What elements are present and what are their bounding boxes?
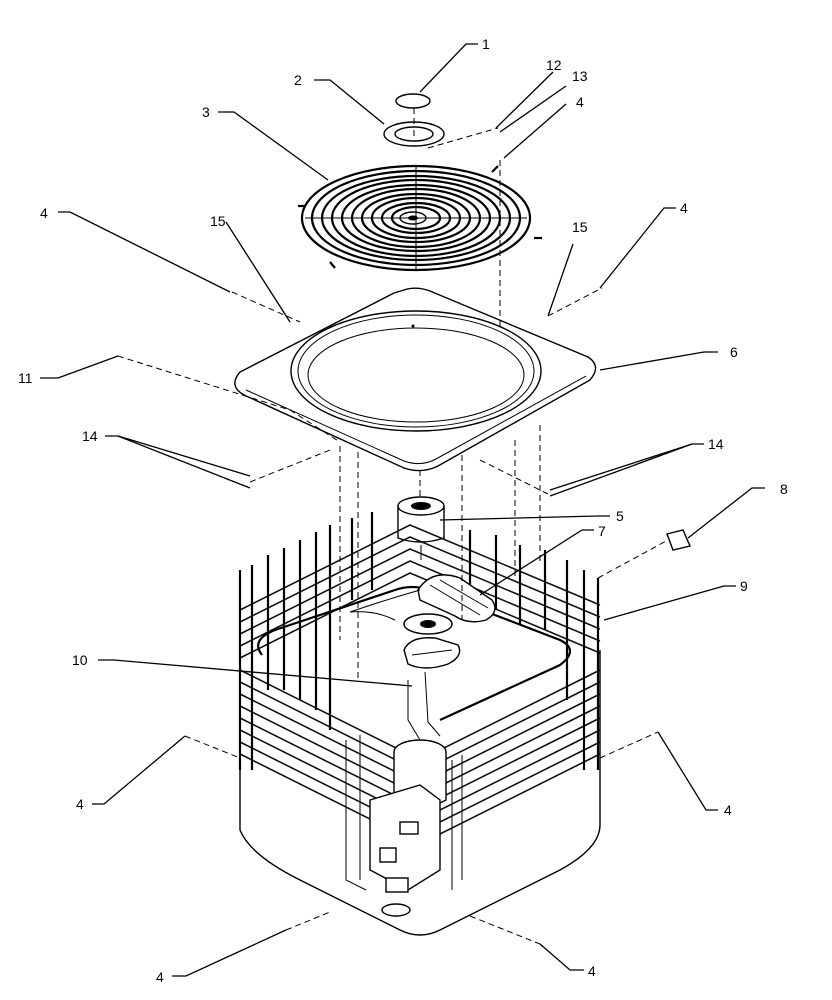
callout-10: 10 xyxy=(72,652,88,668)
part-top-panel xyxy=(234,287,597,472)
callout-leaders xyxy=(40,43,765,977)
part-cap xyxy=(395,93,431,109)
callout-labels: 1 2 3 12 13 4 4 15 15 4 6 11 14 14 8 5 7… xyxy=(18,36,788,985)
callout-4a: 4 xyxy=(576,94,584,110)
callout-7: 7 xyxy=(598,523,606,539)
callout-14a: 14 xyxy=(82,428,98,444)
part-ring xyxy=(383,121,445,147)
part-bracket xyxy=(666,529,691,551)
part-fan-guard xyxy=(298,164,542,272)
callout-12: 12 xyxy=(546,57,562,73)
callout-14b: 14 xyxy=(708,436,724,452)
callout-4c: 4 xyxy=(680,200,688,216)
callout-15b: 15 xyxy=(572,219,588,235)
callout-4g: 4 xyxy=(588,963,596,979)
callout-4f: 4 xyxy=(156,969,164,985)
callout-4d: 4 xyxy=(76,796,84,812)
callout-4e: 4 xyxy=(724,802,732,818)
callout-8: 8 xyxy=(780,481,788,497)
part-fan-blade xyxy=(349,574,496,669)
callout-2: 2 xyxy=(294,72,302,88)
part-fan-motor xyxy=(397,496,445,560)
assembly-guide-lines xyxy=(117,108,669,945)
callout-5: 5 xyxy=(616,508,624,524)
callout-15a: 15 xyxy=(210,213,226,229)
callout-13: 13 xyxy=(572,68,588,84)
callout-9: 9 xyxy=(740,578,748,594)
callout-6: 6 xyxy=(730,344,738,360)
callout-4b: 4 xyxy=(40,205,48,221)
callout-3: 3 xyxy=(202,104,210,120)
callout-1: 1 xyxy=(482,36,490,52)
part-compressor xyxy=(345,671,463,917)
callout-11: 11 xyxy=(18,370,33,386)
